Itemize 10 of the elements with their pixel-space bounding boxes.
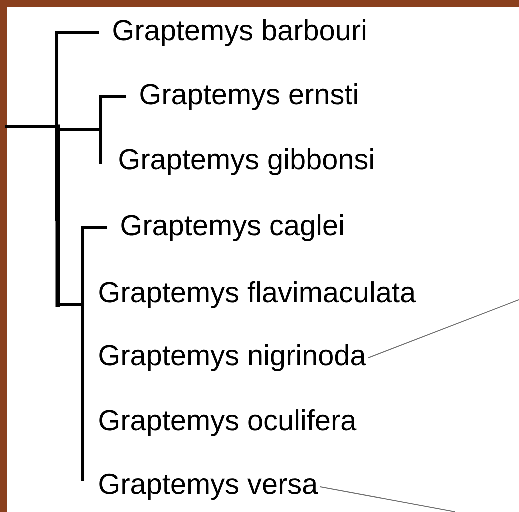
species-label: Graptemys flavimaculata	[100, 282, 416, 308]
species-label: Graptemys nigrinoda	[100, 344, 366, 372]
leader-line	[320, 486, 456, 512]
species-label: Graptemys versa	[100, 474, 318, 500]
species-label: Graptemys gibbonsi	[120, 148, 374, 176]
leader-line	[368, 300, 519, 358]
species-label: Graptemys ernsti	[140, 84, 358, 110]
species-label: Graptemys oculifera	[100, 410, 357, 436]
species-label: Graptemys caglei	[122, 214, 343, 242]
species-label: Graptemys barbouri	[114, 20, 366, 46]
